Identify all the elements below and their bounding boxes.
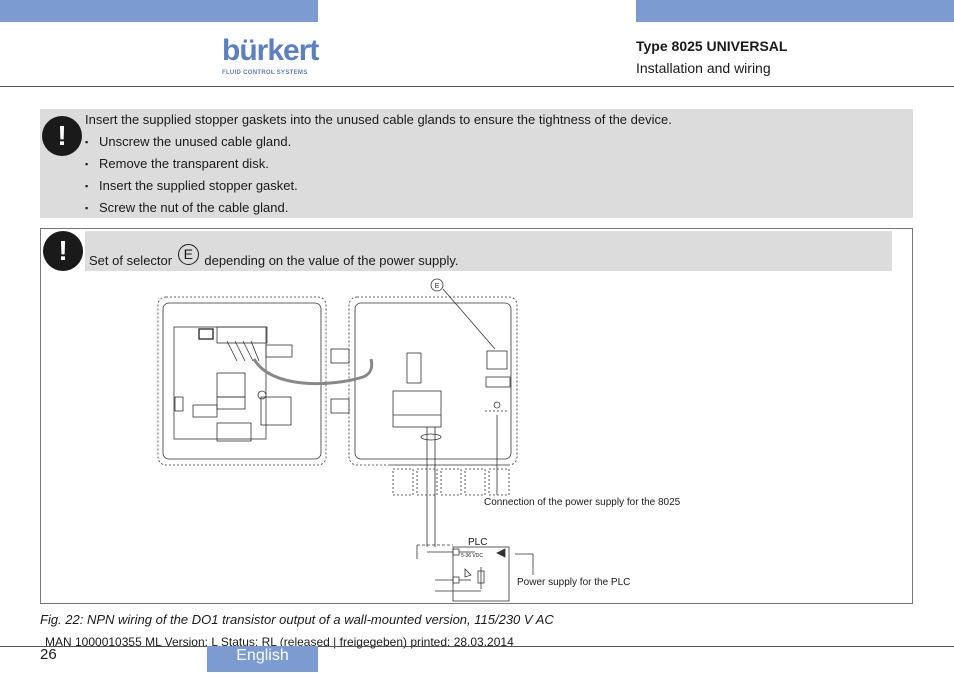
label-plc: PLC (468, 537, 487, 548)
page-number: 26 (40, 646, 57, 663)
housing-lid (157, 296, 327, 466)
exclamation-icon: ! (43, 231, 83, 271)
logo-wordmark: bürkert (222, 34, 319, 67)
wiring-diagram: E Connection of the power supply for the… (157, 278, 681, 602)
label-plc-voltage: 5-36 VDC (461, 553, 483, 559)
warning-note-selector: Set of selector E depending on the value… (85, 231, 892, 271)
list-item: ▪Insert the supplied stopper gasket. (85, 178, 298, 193)
top-accent-bar-right (636, 0, 954, 22)
header-divider (0, 86, 954, 87)
list-item: ▪Screw the nut of the cable gland. (85, 200, 289, 215)
burkert-logo: bürkert FLUID CONTROL SYSTEMS (222, 34, 320, 78)
selector-switch (486, 350, 508, 370)
warning-text: Insert the supplied stopper gaskets into… (85, 112, 672, 127)
wiring-figure: Set of selector E depending on the value… (40, 228, 913, 604)
marker-e-label: E (435, 283, 440, 290)
document-metadata: MAN 1000010355 ML Version: L Status: RL … (45, 635, 514, 649)
document-title: Type 8025 UNIVERSAL (636, 38, 788, 54)
warning-note-gaskets: ! Insert the supplied stopper gaskets in… (40, 109, 913, 218)
label-power-plc: Power supply for the PLC (517, 577, 630, 588)
plc-box (452, 546, 510, 602)
exclamation-icon: ! (42, 116, 82, 156)
label-power-8025: Connection of the power supply for the 8… (484, 497, 681, 508)
terminal-block (392, 390, 442, 428)
instruction-list: ▪Unscrew the unused cable gland. ▪Remove… (85, 134, 298, 222)
language-tab: English (207, 646, 318, 672)
selector-e-marker: E (177, 244, 199, 265)
footer-divider (0, 646, 954, 647)
list-item: ▪Remove the transparent disk. (85, 156, 269, 171)
figure-caption: Fig. 22: NPN wiring of the DO1 transisto… (40, 612, 554, 627)
logo-tagline: FLUID CONTROL SYSTEMS (222, 70, 308, 76)
top-accent-bar-left (0, 0, 318, 22)
list-item: ▪Unscrew the unused cable gland. (85, 134, 292, 149)
section-title: Installation and wiring (636, 60, 771, 76)
fuse (406, 352, 422, 384)
selector-note-text: Set of selector E depending on the value… (89, 244, 459, 268)
